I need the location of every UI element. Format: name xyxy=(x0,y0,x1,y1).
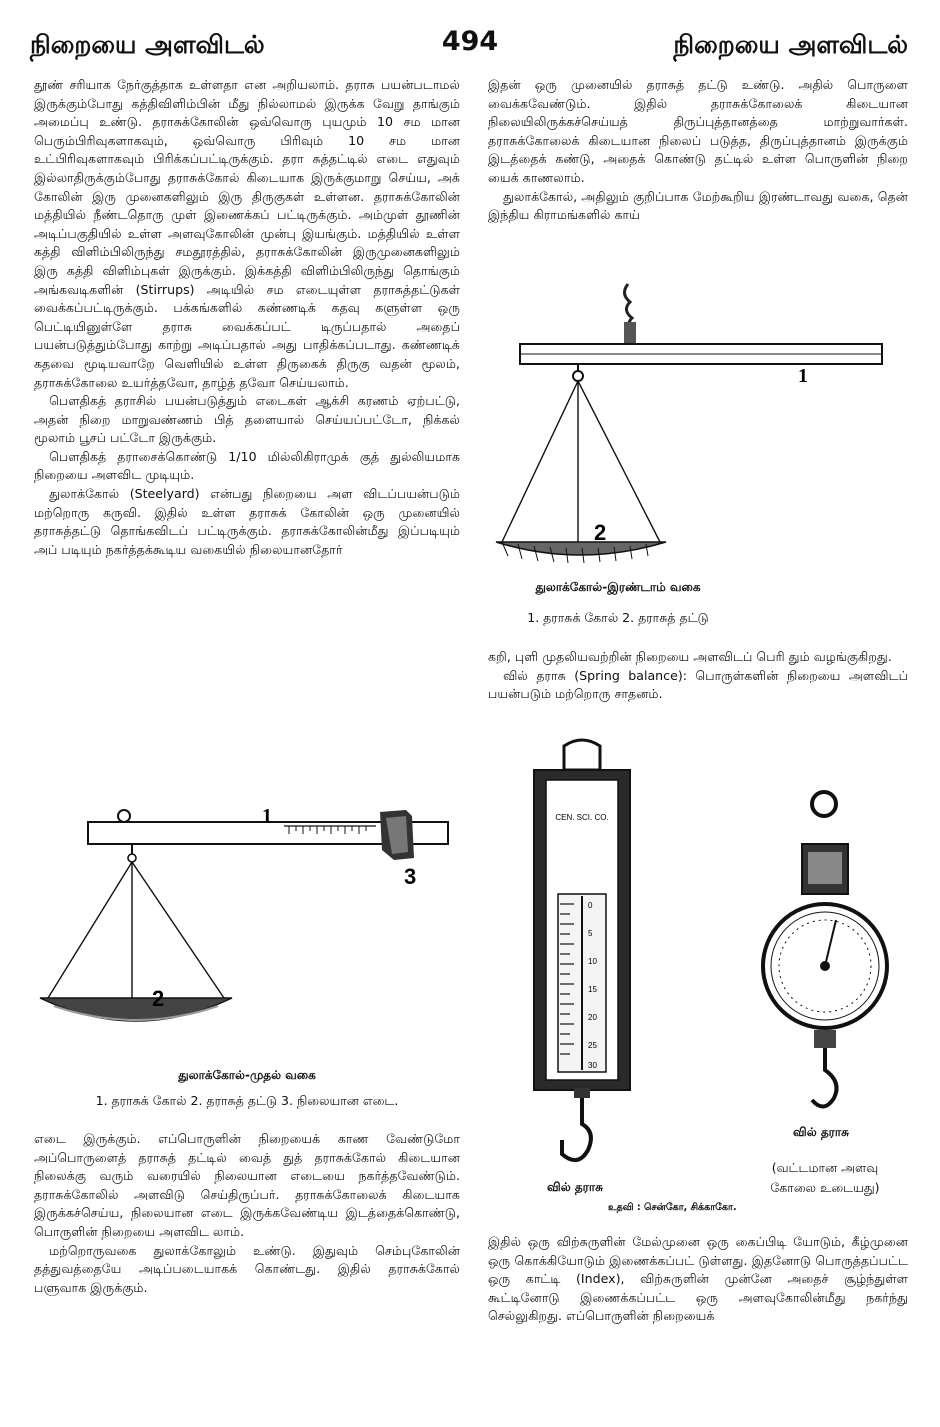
column-2-middle-text: கறி, புளி முதலியவற்றின் நிறையை அளவிடப் ப… xyxy=(488,648,908,704)
paragraph: இதன் ஒரு முனையில் தராசுத் தட்டு உண்டு. அ… xyxy=(488,77,908,185)
scale-mark: 20 xyxy=(588,1013,597,1022)
paragraph: தூண் சரியாக நேர்குத்தாக உள்ளதா என அறியலா… xyxy=(34,77,460,390)
spring-balance-tubular-illustration: 0 5 10 15 20 25 30 CEN. SCI. CO. xyxy=(533,738,631,1162)
running-header-right: நிறையை அளவிடல் xyxy=(673,30,908,59)
figure-label: 2 xyxy=(152,986,164,1011)
scale-mark: 25 xyxy=(588,1041,597,1050)
scale-mark: 30 xyxy=(588,1061,597,1070)
note-line: கோலை உடையது) xyxy=(770,1180,880,1195)
column-1-top-text: தூண் சரியாக நேர்குத்தாக உள்ளதா என அறியலா… xyxy=(34,76,460,559)
figure-label: 1 xyxy=(798,365,808,387)
scale-mark: 5 xyxy=(588,929,593,938)
paragraph: வில் தராசு (Spring balance): பொருள்களின்… xyxy=(488,667,908,702)
spring-balance-left-caption: வில் தராசு xyxy=(547,1180,603,1194)
column-1-bottom-text: எடை இருக்கும். எப்பொருளின் நிறையைக் காண … xyxy=(34,1130,460,1297)
note-line: (வட்டமான அளவு xyxy=(771,1160,879,1175)
spring-balance-right-caption: வில் தராசு xyxy=(793,1125,849,1139)
figure-1-caption: துலாக்கோல்-முதல் வகை xyxy=(178,1068,316,1082)
spring-balance-right-note: (வட்டமான அளவு கோலை உடையது) xyxy=(750,1158,900,1198)
scale-mark: 15 xyxy=(588,985,597,994)
paragraph: இதில் ஒரு விற்சுருளின் மேல்முனை ஒரு கைப்… xyxy=(488,1234,908,1324)
figure-label: 1 xyxy=(262,805,272,827)
scale-mark: 10 xyxy=(588,957,597,966)
steelyard-type-2-illustration: 1 2 xyxy=(495,283,883,564)
figure-label: 2 xyxy=(594,520,606,545)
paragraph: பௌதிகத் தராசில் பயன்படுத்தும் எடைகள் ஆக்… xyxy=(34,393,460,446)
spring-balance-dial-illustration xyxy=(761,790,889,1109)
figure-label: 3 xyxy=(404,864,416,889)
maker-plate: CEN. SCI. CO. xyxy=(555,813,608,822)
figure-1-legend: 1. தராசுக் கோல் 2. தராசுத் தட்டு 3. நிலை… xyxy=(95,1093,399,1108)
paragraph: பௌதிகத் தராசைக்கொண்டு 1/10 மில்லிகிராமுக… xyxy=(34,448,460,483)
figure-credit: உதவி : சென்கோ, சிக்காகோ. xyxy=(608,1202,737,1213)
running-header-left: நிறையை அளவிடல் xyxy=(30,30,265,59)
column-2-top-text: இதன் ஒரு முனையில் தராசுத் தட்டு உண்டு. அ… xyxy=(488,76,908,225)
scale-mark: 0 xyxy=(588,901,593,910)
paragraph: மற்றொருவகை துலாக்கோலும் உண்டு. இதுவும் ச… xyxy=(34,1242,460,1295)
paragraph: கறி, புளி முதலியவற்றின் நிறையை அளவிடப் ப… xyxy=(488,649,892,664)
page-number: 494 xyxy=(441,26,499,57)
paragraph: துலாக்கோல், அதிலும் குறிப்பாக மேற்கூறிய … xyxy=(488,188,908,223)
paragraph: எடை இருக்கும். எப்பொருளின் நிறையைக் காண … xyxy=(34,1131,460,1239)
column-2-bottom-text: இதில் ஒரு விற்சுருளின் மேல்முனை ஒரு கைப்… xyxy=(488,1233,908,1326)
steelyard-type-1-illustration: 1 2 3 xyxy=(39,805,449,1022)
figure-2-legend: 1. தராசுக் கோல் 2. தராசுத் தட்டு xyxy=(527,610,709,625)
figure-2-caption: துலாக்கோல்-இரண்டாம் வகை xyxy=(535,580,701,594)
paragraph: துலாக்கோல் (Steelyard) என்பது நிறையை அள … xyxy=(34,486,460,557)
